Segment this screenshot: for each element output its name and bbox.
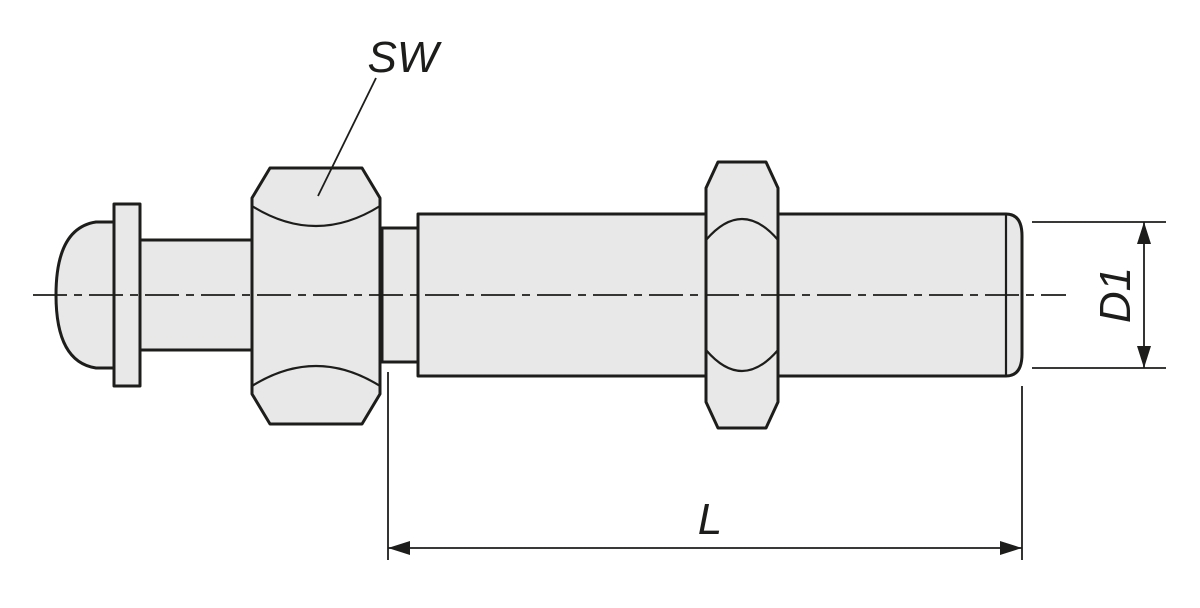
hex-nut-large — [250, 166, 382, 426]
sw-label: SW — [368, 33, 442, 82]
l-label: L — [698, 495, 722, 544]
d1-label: D1 — [1091, 267, 1140, 323]
hex-nut-small-outline — [704, 160, 780, 430]
hex-nut-large-chamfer-arc-top — [251, 205, 381, 228]
l-arrow-left — [388, 541, 410, 555]
callout-sw: SW — [317, 33, 442, 197]
dimension-d1: D1 — [1032, 221, 1166, 369]
d1-arrow-down — [1137, 346, 1151, 368]
hex-nut-large-outline — [250, 166, 382, 426]
sw-leader-line — [317, 77, 377, 197]
hex-nut-small — [704, 160, 780, 430]
l-arrow-right — [1000, 541, 1022, 555]
hex-nut-small-chamfer-arc-bottom — [705, 349, 779, 373]
dimension-l: L — [387, 372, 1023, 560]
hex-nut-large-chamfer-arc-bottom — [251, 364, 381, 387]
d1-arrow-up — [1137, 222, 1151, 244]
hex-nut-small-chamfer-arc-top — [705, 217, 779, 241]
